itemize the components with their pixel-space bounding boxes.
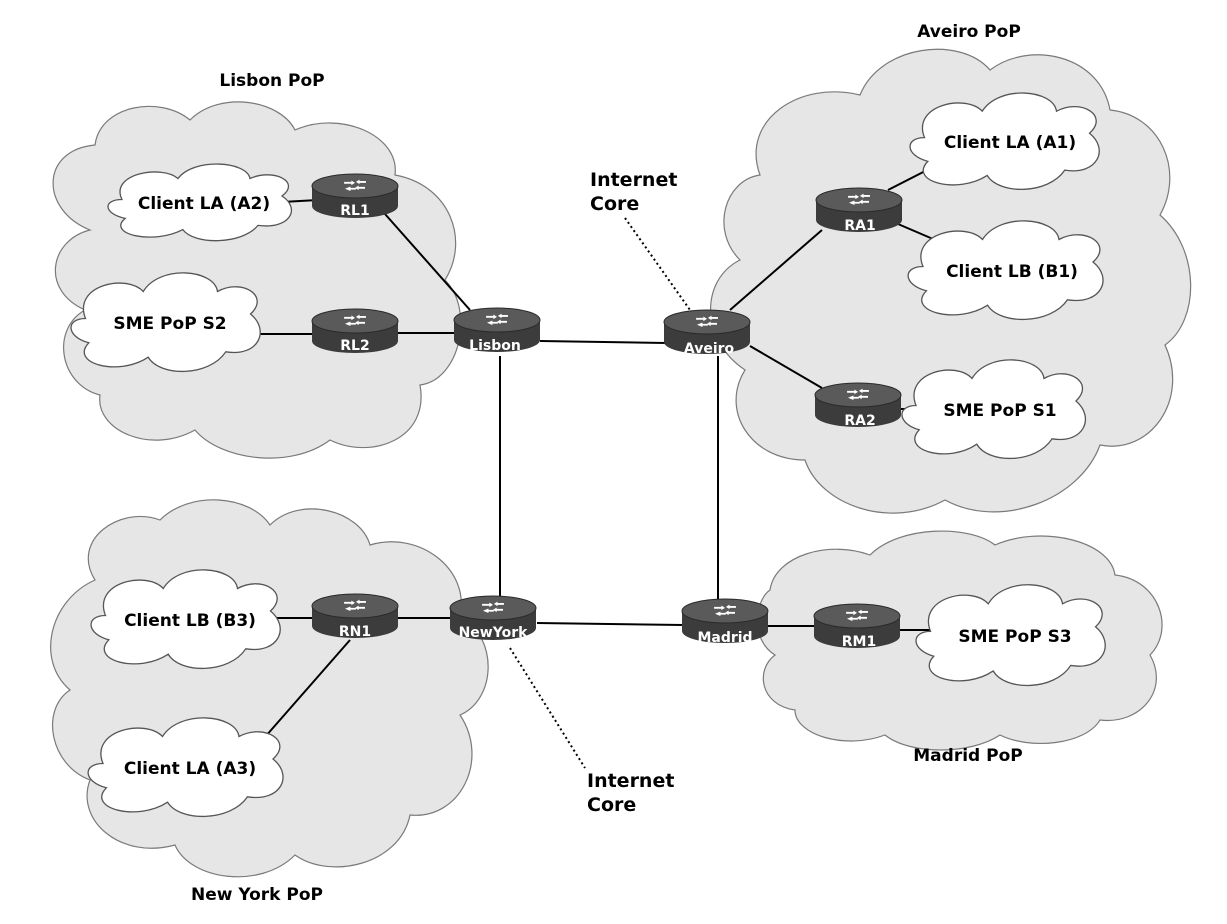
router-label-aveiro: Aveiro <box>684 341 735 357</box>
link-aveiro-ra2 <box>749 345 823 389</box>
client-cloud-s1: SME PoP S1 <box>902 360 1085 459</box>
router-madrid: Madrid <box>681 598 769 646</box>
client-cloud-a2: Client LA (A2) <box>108 164 291 241</box>
client-cloud-a1: Client LA (A1) <box>910 93 1099 189</box>
router-label-rm1: RM1 <box>842 634 876 650</box>
client-label-b3: Client LB (B3) <box>124 611 256 631</box>
internet-core-bottom-line2: Core <box>587 794 636 816</box>
client-cloud-a3: Client LA (A3) <box>88 718 283 817</box>
router-label-lisbon: Lisbon <box>469 338 521 354</box>
link-rn1-a3 <box>257 639 351 746</box>
client-cloud-s3: SME PoP S3 <box>916 585 1105 686</box>
router-label-ra2: RA2 <box>844 413 875 429</box>
pop-title-lisbon: Lisbon PoP <box>219 71 324 91</box>
router-rl2: RL2 <box>311 308 399 354</box>
router-label-rn1: RN1 <box>339 624 371 640</box>
client-label-b1: Client LB (B1) <box>946 262 1078 282</box>
router-lisbon: Lisbon <box>453 307 541 354</box>
pop-title-madrid: Madrid PoP <box>913 746 1022 766</box>
router-label-rl1: RL1 <box>340 203 369 219</box>
internet-core-top-line2: Core <box>590 193 639 215</box>
dotted-core-top <box>624 217 691 311</box>
router-rl1: RL1 <box>311 173 399 219</box>
client-cloud-b1: Client LB (B1) <box>908 221 1103 320</box>
router-rn1: RN1 <box>311 593 399 640</box>
client-label-s2: SME PoP S2 <box>113 314 226 334</box>
router-label-madrid: Madrid <box>697 630 752 646</box>
router-rm1: RM1 <box>813 603 901 650</box>
client-label-a1: Client LA (A1) <box>944 133 1076 153</box>
client-cloud-s2: SME PoP S2 <box>71 273 260 372</box>
pop-title-aveiro: Aveiro PoP <box>917 22 1021 42</box>
router-label-rl2: RL2 <box>340 338 369 354</box>
client-label-a2: Client LA (A2) <box>138 194 270 214</box>
link-lisbon-aveiro <box>539 340 667 344</box>
router-ra2: RA2 <box>814 382 902 429</box>
router-ra1: RA1 <box>815 187 903 234</box>
pop-title-newyork: New York PoP <box>191 885 323 905</box>
router-label-ra1: RA1 <box>844 218 875 234</box>
link-rl1-lisbon <box>384 213 471 311</box>
client-label-a3: Client LA (A3) <box>124 759 256 779</box>
lisbon-pop-cloud <box>52 101 462 459</box>
client-label-s3: SME PoP S3 <box>958 627 1071 647</box>
dotted-core-bottom <box>509 647 586 769</box>
link-newyork-madrid <box>536 622 684 626</box>
client-label-s1: SME PoP S1 <box>943 401 1056 421</box>
router-newyork: NewYork <box>449 595 537 641</box>
internet-core-top-line1: Internet <box>590 169 677 191</box>
client-cloud-b3: Client LB (B3) <box>91 570 280 669</box>
router-label-newyork: NewYork <box>459 625 529 641</box>
router-aveiro: Aveiro <box>663 309 751 357</box>
internet-core-bottom-line1: Internet <box>587 770 674 792</box>
link-aveiro-ra1 <box>729 229 823 311</box>
newyork-pop-cloud <box>50 499 489 878</box>
